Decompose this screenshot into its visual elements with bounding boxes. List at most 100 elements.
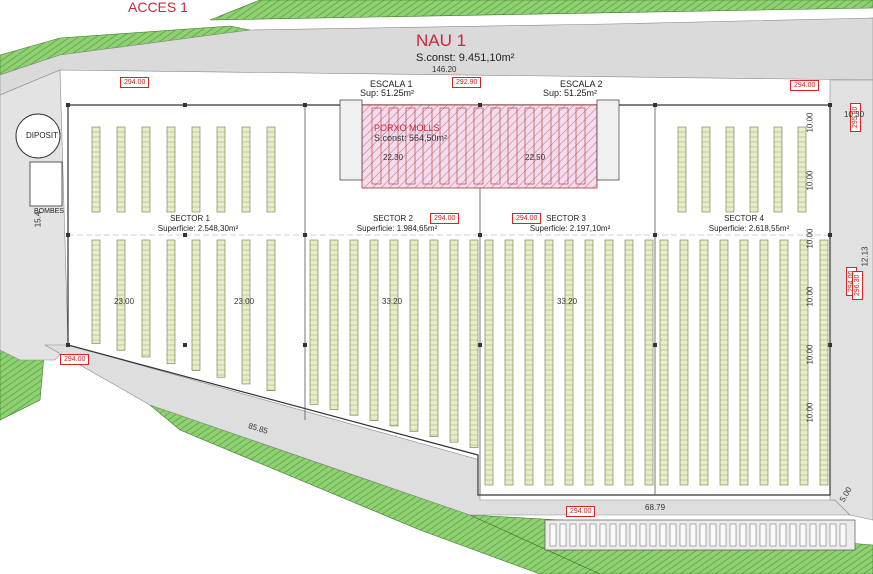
level-sector-3: 294.00 xyxy=(512,213,542,224)
sector-3-name: SECTOR 3 xyxy=(546,214,586,223)
parking-slot xyxy=(819,523,827,547)
rack xyxy=(797,126,807,213)
structural-column xyxy=(478,233,482,237)
bay-dimension-a: 22.30 xyxy=(383,153,404,162)
dock-door xyxy=(507,107,518,185)
rack xyxy=(719,239,729,486)
rack xyxy=(584,239,594,486)
rack-rows xyxy=(91,107,829,486)
rack xyxy=(216,126,226,213)
structural-column xyxy=(183,103,187,107)
structural-column xyxy=(653,233,657,237)
stair-2-name: ESCALA 2 xyxy=(560,79,603,89)
rack xyxy=(799,239,809,486)
structural-column xyxy=(183,343,187,347)
rack xyxy=(349,239,359,416)
parking-slot xyxy=(589,523,597,547)
deposit-tank xyxy=(15,113,61,159)
rack xyxy=(701,126,711,213)
structural-column xyxy=(653,103,657,107)
rack xyxy=(624,239,634,486)
structural-column xyxy=(183,233,187,237)
structural-column xyxy=(303,233,307,237)
level-sector-2: 294.00 xyxy=(430,213,460,224)
parking-slot xyxy=(629,523,637,547)
rack xyxy=(241,126,251,213)
parking-slot xyxy=(669,523,677,547)
structural-column xyxy=(828,343,832,347)
rack xyxy=(749,126,759,213)
structural-column xyxy=(66,103,70,107)
pumps-label: BOMBES xyxy=(34,208,64,215)
parking-slot xyxy=(689,523,697,547)
parking-slot xyxy=(639,523,647,547)
rack xyxy=(216,239,226,378)
rack xyxy=(91,239,101,344)
parking-slot xyxy=(769,523,777,547)
right-spacing-value: 10.00 xyxy=(805,344,815,365)
access-label: ACCES 1 xyxy=(128,0,188,15)
rack xyxy=(266,126,276,213)
side-right-dimension: 12.13 xyxy=(860,246,870,267)
parking-slot xyxy=(719,523,727,547)
bottom-road-dimension: 68.79 xyxy=(645,503,666,512)
rack xyxy=(544,239,554,486)
parking-slot xyxy=(579,523,587,547)
bay-dimension-left-b: 23.00 xyxy=(234,297,255,306)
stair-2 xyxy=(596,99,620,181)
stair-1 xyxy=(339,99,363,181)
rack xyxy=(409,239,419,432)
rack xyxy=(191,126,201,213)
parking-slot xyxy=(619,523,627,547)
rack xyxy=(91,126,101,213)
dock-door xyxy=(490,107,501,185)
left-side-dimension: 15.4 xyxy=(33,211,43,228)
rack xyxy=(677,126,687,213)
rack xyxy=(524,239,534,486)
structural-column xyxy=(478,343,482,347)
dock-door xyxy=(422,107,433,185)
rack xyxy=(659,239,669,486)
bay-dimension-mid-a: 33.20 xyxy=(382,297,403,306)
level-top-right: 294.00 xyxy=(790,80,820,91)
loading-slots xyxy=(549,523,847,547)
rack xyxy=(266,239,276,392)
structural-column xyxy=(303,103,307,107)
rack xyxy=(166,126,176,213)
sector-3-area: Superficie: 2.197,10m² xyxy=(529,224,611,233)
parking-slot xyxy=(599,523,607,547)
building-name: NAU 1 xyxy=(416,31,467,50)
dock-door xyxy=(575,107,586,185)
right-spacing-value: 10.00 xyxy=(805,170,815,191)
structural-column xyxy=(66,233,70,237)
parking-slot xyxy=(729,523,737,547)
rack xyxy=(779,239,789,486)
rack xyxy=(484,239,494,486)
dock-name: PORXO MOLLS xyxy=(374,123,440,133)
rack xyxy=(166,239,176,365)
rack xyxy=(679,239,689,486)
structural-column xyxy=(828,103,832,107)
rack xyxy=(564,239,574,486)
level-left: 294.00 xyxy=(60,354,90,365)
structural-column xyxy=(66,343,70,347)
rack xyxy=(141,239,151,358)
structural-column xyxy=(653,343,657,347)
stair-1-name: ESCALA 1 xyxy=(370,79,413,89)
sector-4-area: Superficie: 2.618,55m² xyxy=(708,224,790,233)
perimeter-road-right xyxy=(829,79,873,521)
bay-dimension-mid-b: 33.20 xyxy=(557,297,578,306)
dock-door xyxy=(473,107,484,185)
rack xyxy=(604,239,614,486)
parking-slot xyxy=(759,523,767,547)
stair-1-area: Sup: 51.25m² xyxy=(360,88,415,98)
rack xyxy=(389,239,399,427)
parking-slot xyxy=(699,523,707,547)
dock-door xyxy=(541,107,552,185)
rack xyxy=(739,239,749,486)
level-top-left: 294.00 xyxy=(120,77,150,88)
structural-column xyxy=(303,343,307,347)
dock-door xyxy=(439,107,450,185)
dock-door xyxy=(456,107,467,185)
